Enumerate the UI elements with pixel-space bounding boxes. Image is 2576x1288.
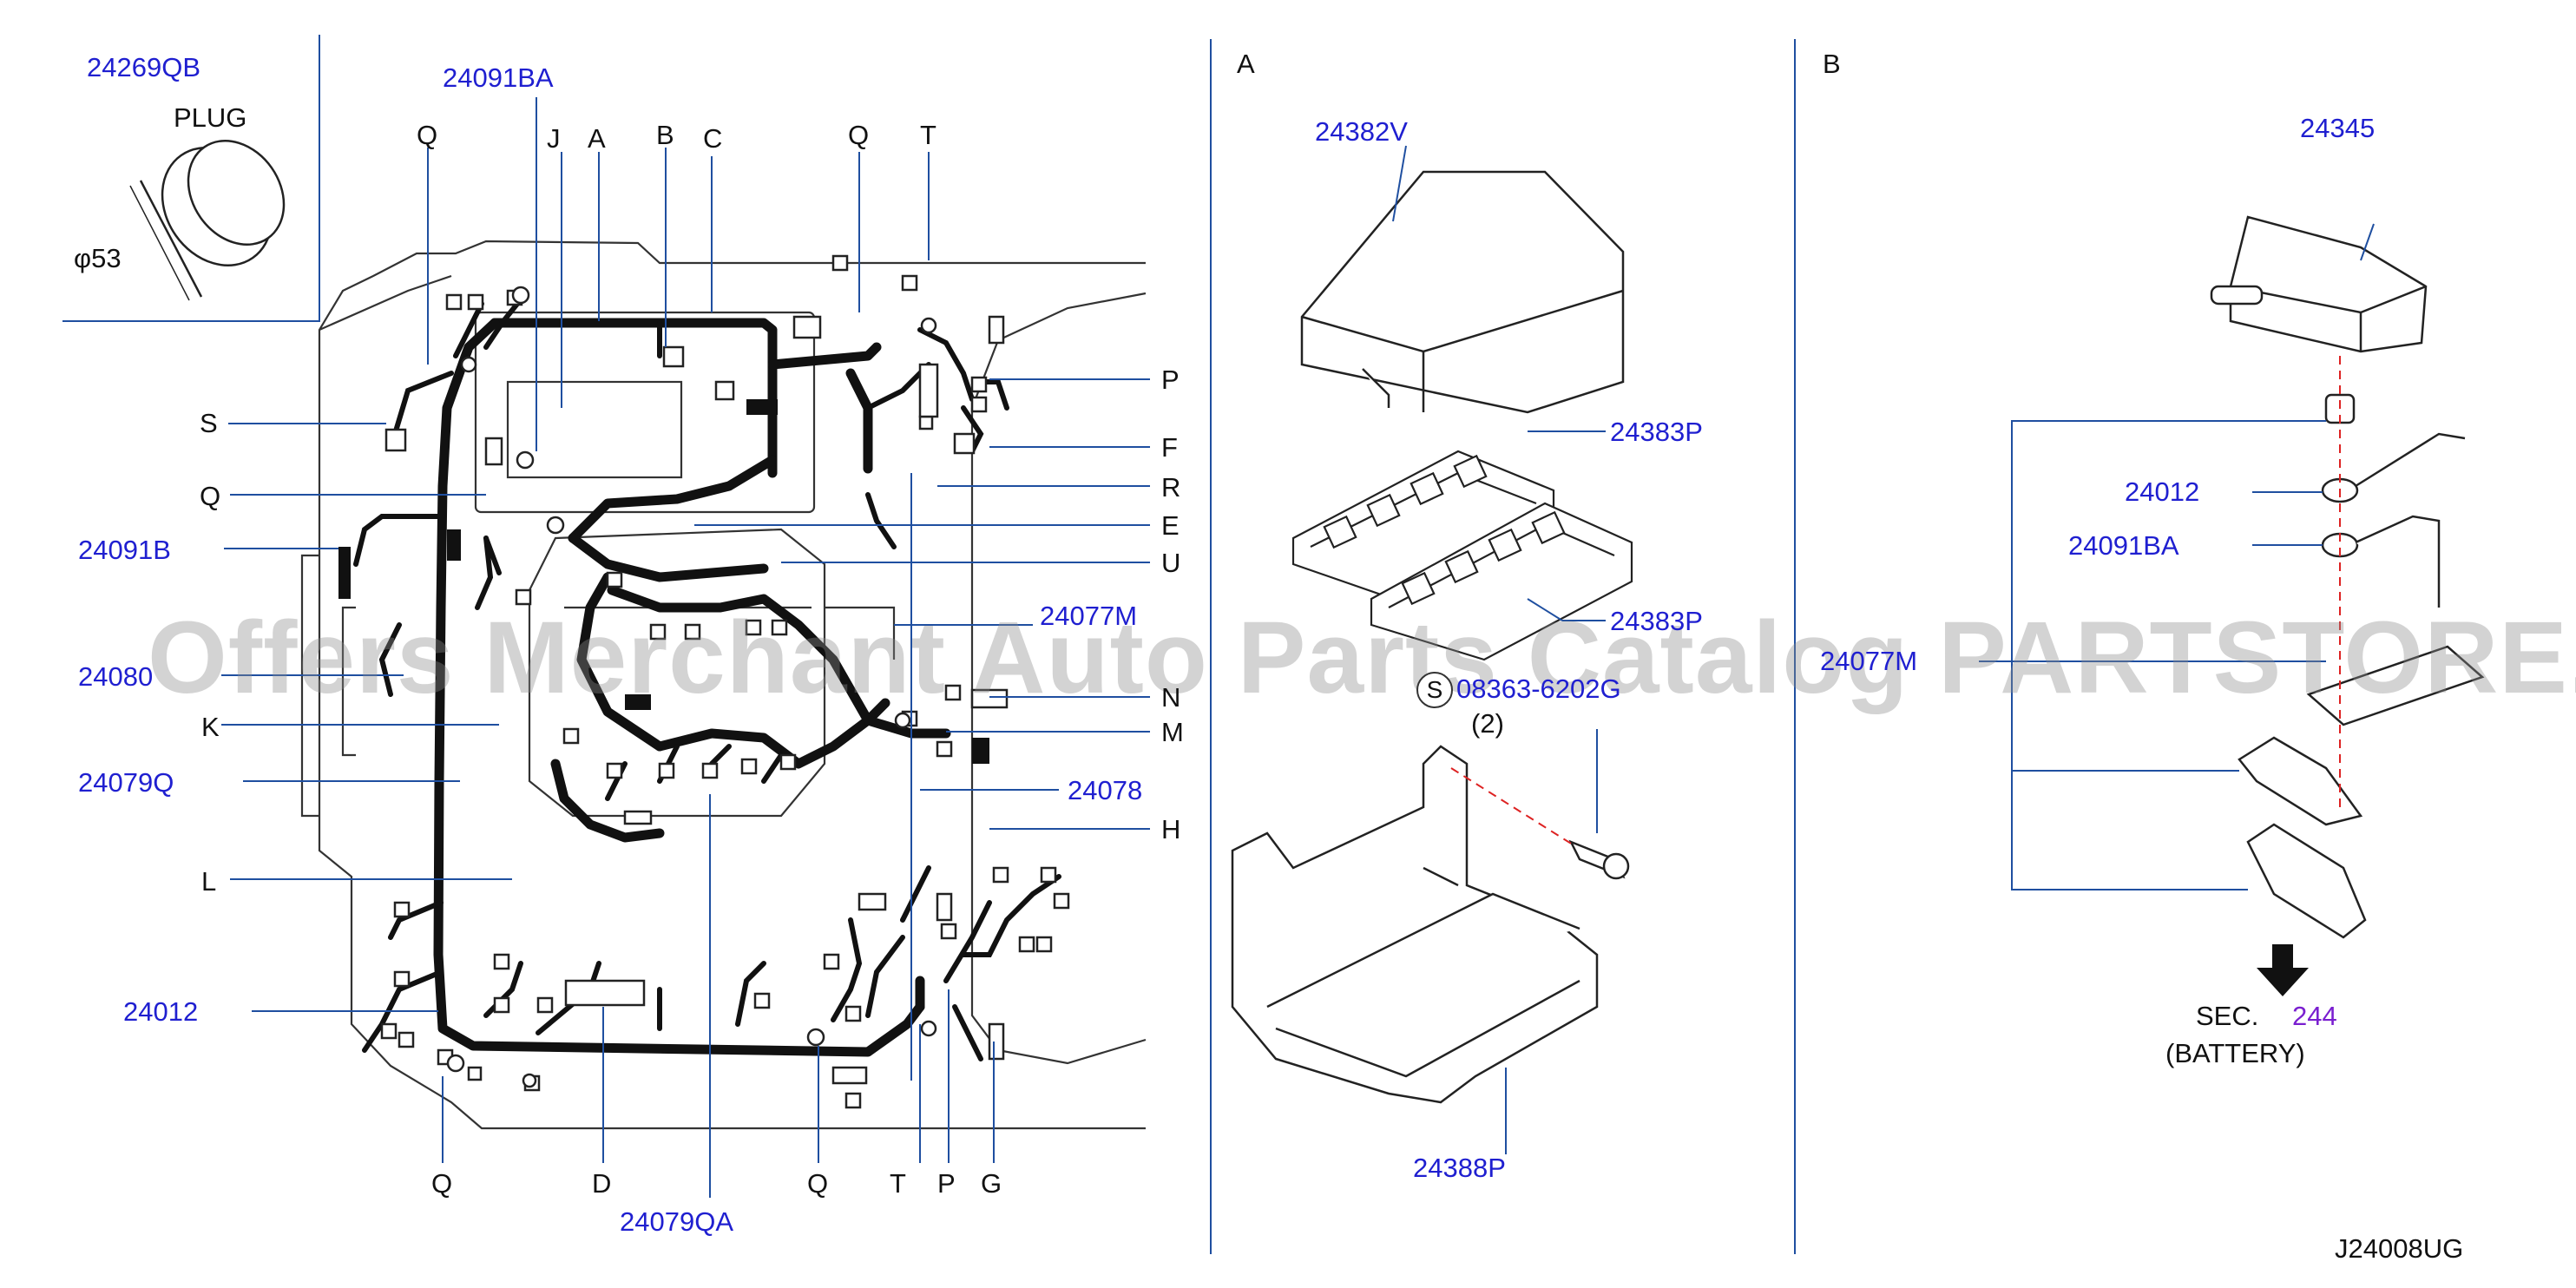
part-24091B[interactable]: 24091B [78, 535, 171, 565]
callout-t-top: T [920, 120, 936, 150]
plug-label: PLUG [174, 102, 247, 133]
callout-t-bottom: T [890, 1168, 906, 1199]
callout-h: H [1161, 814, 1181, 844]
callout-q-bottom-left: Q [431, 1168, 453, 1199]
callout-q-top-right: Q [848, 120, 870, 150]
fuse-box-cover [1300, 170, 1625, 414]
section-letter-b: B [1823, 49, 1841, 79]
part-24091BA-b[interactable]: 24091BA [2068, 530, 2179, 561]
part-24079QA[interactable]: 24079QA [620, 1206, 733, 1237]
part-24269QB[interactable]: 24269QB [87, 52, 200, 82]
part-24080[interactable]: 24080 [78, 661, 154, 692]
callout-u: U [1161, 548, 1181, 578]
callout-l: L [201, 866, 217, 897]
plug-drawing [129, 139, 286, 301]
part-24382V[interactable]: 24382V [1315, 116, 1408, 147]
plug-inset-frame [62, 35, 320, 322]
leader-lines-b [1979, 223, 2375, 890]
callout-c: C [703, 123, 723, 154]
part-24079Q[interactable]: 24079Q [78, 767, 174, 798]
callout-j: J [547, 123, 561, 154]
grommets [446, 286, 937, 1088]
callout-p-bottom: P [937, 1168, 956, 1199]
terminal-cover-24345 [2210, 215, 2428, 353]
screw-symbol: S [1416, 672, 1453, 708]
sec-caption: (BATTERY) [2165, 1038, 2305, 1068]
watermark: Offers Merchant Auto Parts Catalog PARTS… [148, 601, 2576, 715]
part-24078[interactable]: 24078 [1068, 775, 1143, 805]
plug-diameter: φ53 [74, 243, 122, 273]
part-24077M-b[interactable]: 24077M [1820, 646, 1918, 676]
callout-k: K [201, 712, 220, 742]
part-24388P[interactable]: 24388P [1413, 1153, 1506, 1183]
connector-blocks [380, 254, 1070, 1109]
callout-d: D [592, 1168, 612, 1199]
eyelet-terminals [2321, 432, 2466, 608]
callout-f: F [1161, 432, 1178, 463]
part-24345[interactable]: 24345 [2300, 113, 2376, 143]
part-24012-b[interactable]: 24012 [2125, 476, 2200, 507]
callout-g: G [981, 1168, 1002, 1199]
callout-e: E [1161, 510, 1180, 541]
callout-b: B [656, 120, 674, 150]
down-arrow-icon [2257, 944, 2309, 996]
callout-q-left: Q [200, 481, 221, 511]
screw-quantity: (2) [1471, 708, 1504, 739]
sec-244-link[interactable]: 244 [2292, 1001, 2337, 1031]
callout-a: A [588, 123, 606, 154]
part-08363-6202G[interactable]: 08363-6202G [1456, 674, 1621, 704]
callout-q-bottom-right: Q [807, 1168, 829, 1199]
bolt [1568, 839, 1630, 880]
callout-r: R [1161, 472, 1181, 503]
callout-m: M [1161, 717, 1184, 747]
section-letter-a: A [1237, 49, 1255, 79]
diagram-code: J24008UG [2335, 1233, 2464, 1264]
panel-dividers [62, 35, 1796, 1254]
leader-lines-main [221, 97, 1150, 1198]
fuse-holder-2 [1370, 502, 1633, 661]
leader-lines-a [1392, 145, 1606, 1154]
callout-p-right: P [1161, 365, 1180, 395]
part-24383P-lower[interactable]: 24383P [1610, 606, 1703, 636]
part-24012-main[interactable]: 24012 [123, 996, 199, 1027]
sec-prefix: SEC. [2196, 1001, 2259, 1031]
part-24091BA-main[interactable]: 24091BA [443, 62, 554, 93]
battery-terminal-clamp [2238, 645, 2485, 939]
callout-n: N [1161, 682, 1181, 713]
callout-s: S [200, 408, 218, 438]
part-24077M-main[interactable]: 24077M [1040, 601, 1138, 631]
callout-q-top-left: Q [417, 120, 438, 150]
fuse-box-bracket [1231, 745, 1599, 1104]
connector-solid-blocks [338, 399, 989, 764]
part-24383P-upper[interactable]: 24383P [1610, 417, 1703, 447]
bolt-axis-dashed [1450, 767, 1576, 847]
